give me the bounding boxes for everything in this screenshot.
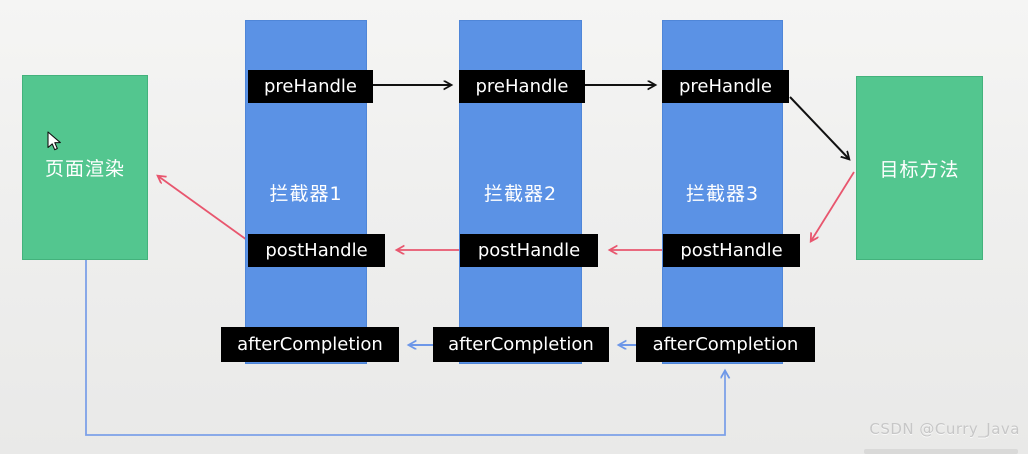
posthandle-label-3: postHandle [663,234,800,267]
interceptor-1-name: 拦截器1 [269,182,343,205]
aftercompletion-label-1: afterCompletion [221,327,399,362]
watermark-clipped-line [864,449,1018,454]
aftercompletion-label-3: afterCompletion [636,327,815,362]
arrow-prehandle3-to-target-method [789,96,849,159]
arrow-posthandle1-to-page-render [158,176,248,241]
prehandle-label-3: preHandle [662,70,789,103]
mouse-cursor-icon [47,131,61,151]
interceptor-2-name: 拦截器2 [483,182,558,205]
page-render-label: 页面渲染 [44,158,125,180]
interceptor-3-name: 拦截器3 [685,182,760,205]
arrow-page-render-to-aftercompletion3 [85,260,725,436]
target-method-node: 目标方法 [856,76,983,260]
arrow-target-method-to-posthandle3 [811,171,855,241]
target-method-label: 目标方法 [879,158,960,181]
watermark-text: CSDN @Curry_Java [869,420,1020,438]
prehandle-label-1: preHandle [248,70,373,103]
posthandle-label-1: postHandle [248,234,385,267]
page-render-node: 页面渲染 [22,75,148,260]
posthandle-label-2: postHandle [460,234,598,267]
aftercompletion-label-2: afterCompletion [433,327,609,362]
prehandle-label-2: preHandle [459,70,585,103]
